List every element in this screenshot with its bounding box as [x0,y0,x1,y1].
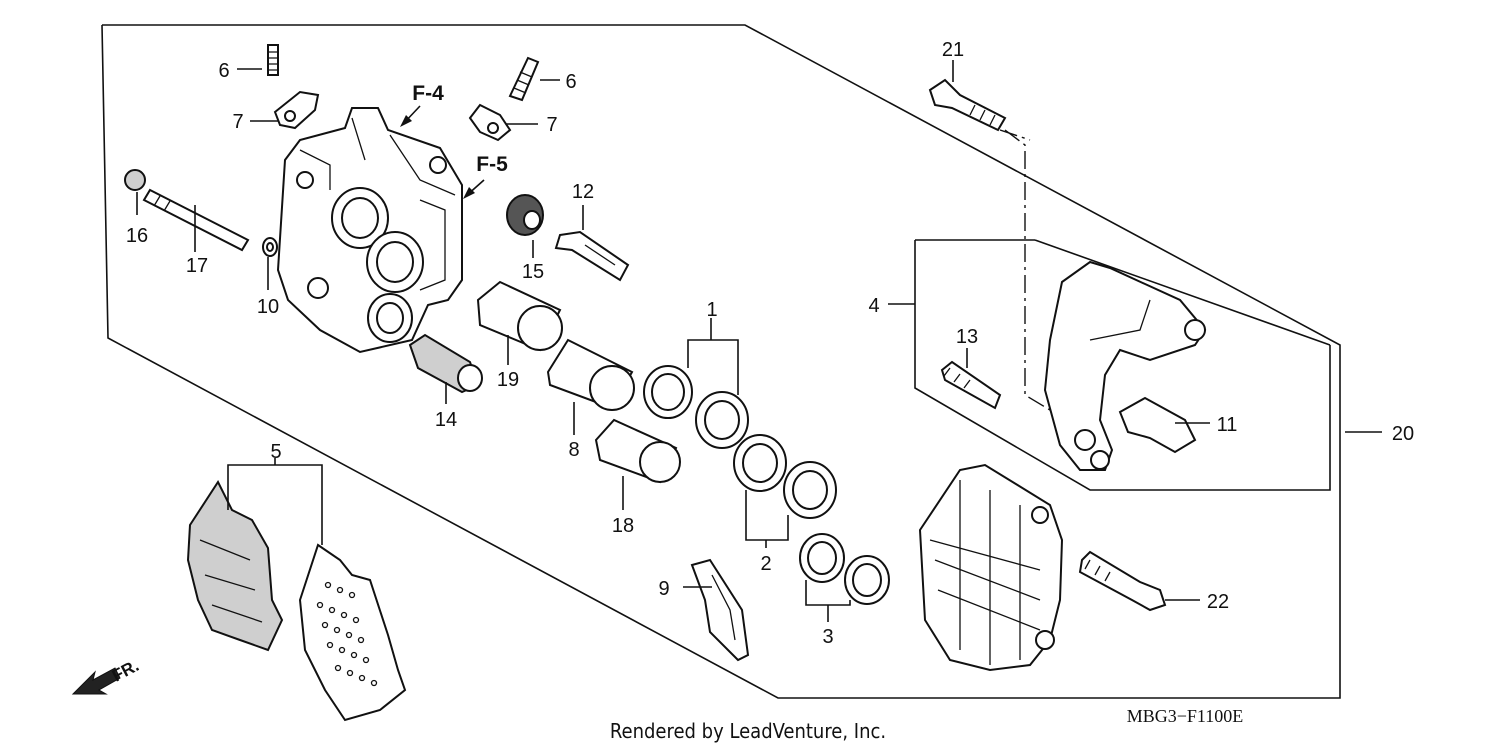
bleeder-screw-right [508,56,540,102]
callout-2: 2 [760,553,771,575]
callout-13: 13 [956,326,978,348]
callout-4: 4 [868,295,879,317]
ref-label-f4: F-4 [412,82,444,105]
callout-14: 14 [435,409,457,431]
callout-16: 16 [126,225,148,247]
pad-spring [690,558,750,662]
ref-label-f5: F-5 [476,153,508,176]
bleeder-cap-left [273,90,320,130]
callout-labels: 1 2 3 4 5 6 6 7 7 8 9 10 11 12 13 14 15 … [126,39,1414,648]
callout-7-left: 7 [232,111,243,133]
callout-21: 21 [942,39,964,61]
callout-10: 10 [257,296,279,318]
pin-bolt [554,230,630,282]
pad-pin [142,188,250,252]
caliper-body [276,107,463,354]
brake-pad-left [186,479,284,652]
assembly-outline [101,24,1341,699]
callout-9: 9 [658,578,669,600]
dashed-leaders [999,129,1051,411]
pin-boot [506,194,544,236]
bleeder-cap-right [468,103,512,142]
diagram-code: MBG3−F1100E [1127,706,1244,726]
callout-19: 19 [497,369,519,391]
callout-22: 22 [1207,591,1229,613]
washer [262,237,278,257]
piston-seals [643,365,890,605]
piston-18 [594,418,681,484]
callout-6-right: 6 [565,71,576,93]
callout-5: 5 [270,441,281,463]
piston-19 [476,280,563,352]
bleeder-screw-left [267,44,279,76]
mounting-bolt-21 [928,78,1007,132]
callout-11: 11 [1217,414,1238,436]
callout-7-right: 7 [546,114,557,136]
pad-retainer [1118,396,1197,454]
callout-20: 20 [1392,423,1414,445]
callout-17: 17 [186,255,208,277]
front-arrow-icon [71,667,121,695]
reference-arrows [400,105,485,199]
piston-8 [546,338,635,411]
callout-18: 18 [612,515,634,537]
brake-pad-right [298,543,407,722]
callout-15: 15 [522,261,544,283]
callout-1: 1 [706,299,717,321]
callout-6-left: 6 [218,60,229,82]
caliper-bracket [1043,260,1207,471]
pin-plug [124,169,146,191]
callout-3: 3 [822,626,833,648]
caliper-pin [408,333,483,394]
callout-leaders [136,60,1382,622]
caliper-outer-half [918,463,1064,672]
credit-text: Rendered by LeadVenture, Inc. [610,719,886,743]
callout-12: 12 [572,181,594,203]
mounting-bolt-22 [1078,550,1167,612]
bracket-pin [940,360,1002,410]
callout-8: 8 [568,439,579,461]
